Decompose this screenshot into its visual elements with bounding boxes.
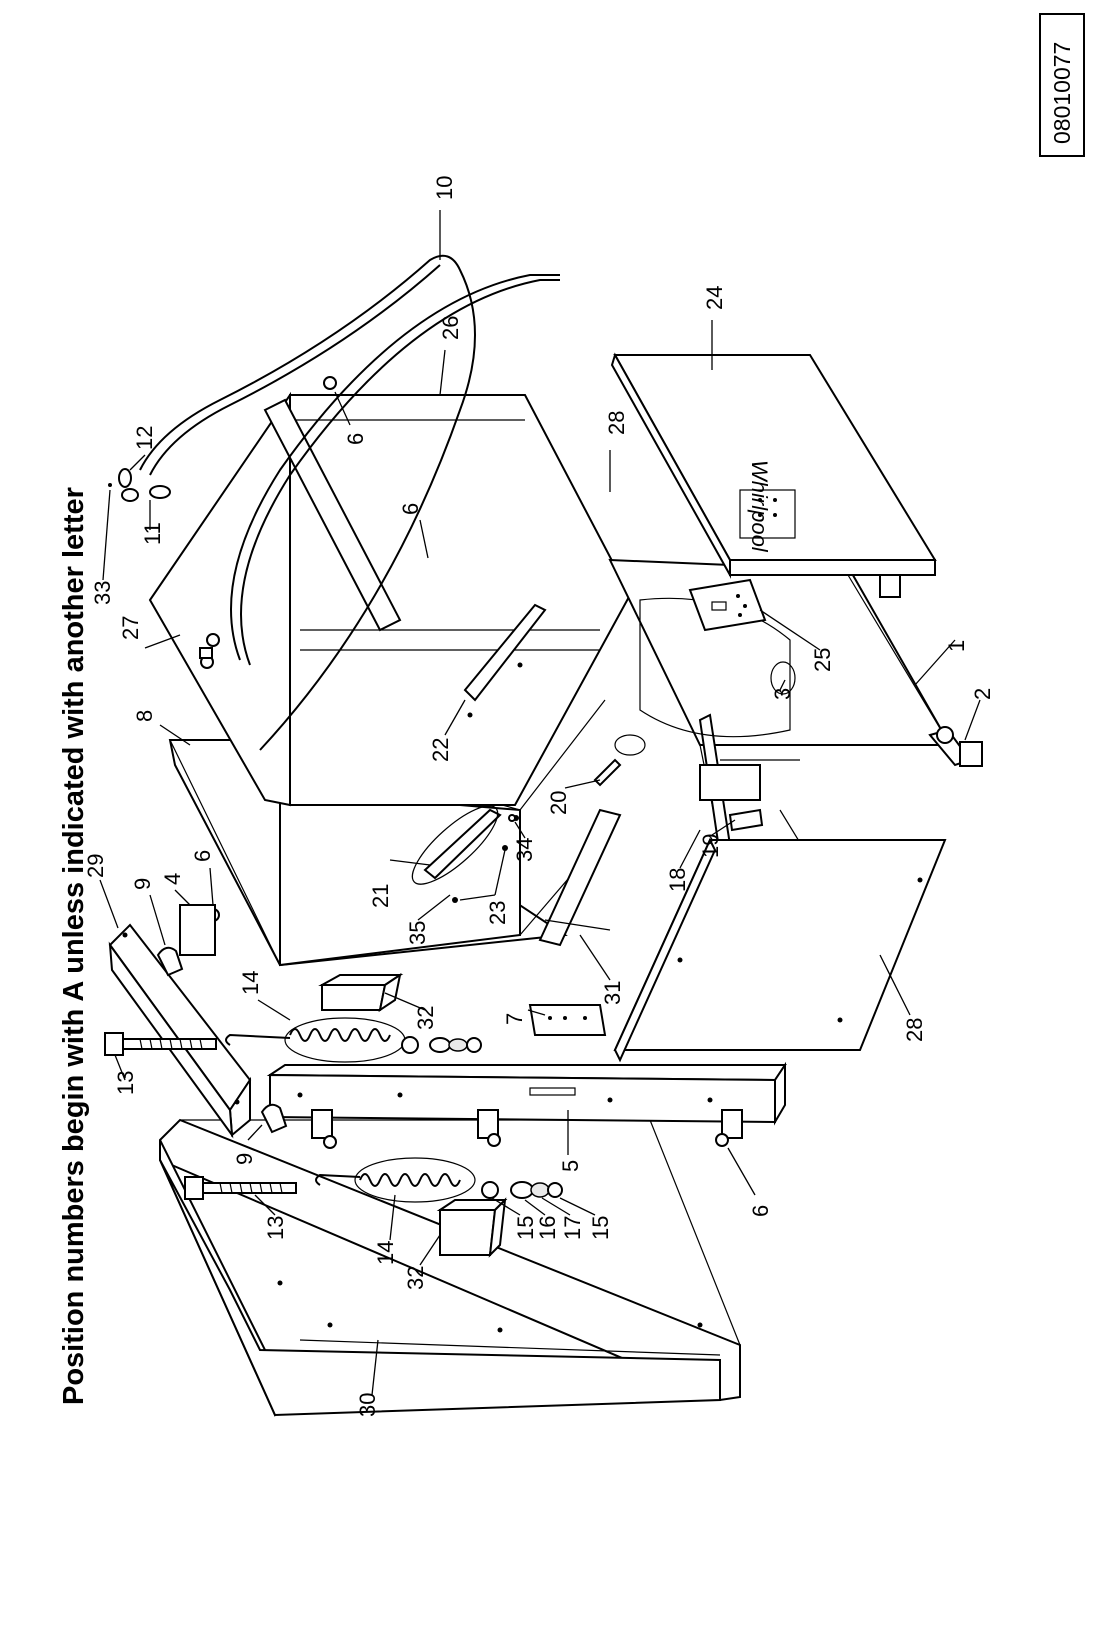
callout-32-a: 32 [413,1006,438,1030]
lid-hoop-part-10 [139,254,560,751]
side-panel-part-28 [613,837,947,1063]
callout-8: 8 [132,710,157,722]
callout-19: 19 [698,834,723,858]
callout-2: 2 [970,688,995,700]
callout-23: 23 [485,901,510,925]
callout-12: 12 [132,426,157,450]
callout-9-b: 9 [232,1153,257,1165]
callout-13-a: 13 [113,1071,138,1095]
callout-5: 5 [558,1160,583,1172]
callout-25: 25 [810,648,835,672]
callout-32-b: 32 [403,1266,428,1290]
frame-rail-part-5 [266,1061,787,1139]
front-panel-part-24: Whirlpool [610,352,937,579]
callout-6-a: 6 [190,850,215,862]
cabinet-body [168,699,622,967]
callout-15-a: 15 [513,1216,538,1240]
callout-15-b: 15 [588,1216,613,1240]
drawing-number: 08010077 [1049,42,1075,144]
drawing-number-box: 08010077 [1039,13,1085,157]
callout-11: 11 [140,522,165,545]
callout-1: 1 [944,640,969,652]
callout-13-b: 13 [263,1216,288,1240]
callout-6-b: 6 [748,1205,773,1217]
brand-logo: Whirlpool [747,460,772,553]
control-board-part-25 [688,578,767,632]
clip-part-9 [156,946,288,1134]
callout-6-c: 6 [343,433,368,445]
callout-14-a: 14 [238,971,263,995]
bolt-part-13 [104,1032,297,1200]
callout-20: 20 [546,791,571,815]
callout-10: 10 [432,176,457,200]
callout-26: 26 [438,316,463,340]
plate-part-7 [528,1004,607,1036]
tub-part-26 [148,391,632,903]
callout-33: 33 [90,581,115,605]
callout-35: 35 [405,921,430,945]
callout-4: 4 [160,873,185,885]
callout-7: 7 [502,1013,527,1025]
callout-28-b: 28 [902,1018,927,1042]
callout-29: 29 [83,854,108,878]
side-panel-part-30 [159,1118,741,1417]
callout-22: 22 [428,738,453,762]
door-latch-part-20 [508,758,622,822]
small-parts-11-12-33 [108,468,171,502]
callout-14-b: 14 [373,1241,398,1265]
callout-9-a: 9 [130,878,155,890]
cross-bar-part-29 [108,923,252,1139]
callout-3: 3 [770,688,795,700]
callout-18: 18 [665,868,690,892]
callout-21: 21 [368,884,393,908]
fastener-set [401,1036,563,1199]
diagram-title: Position numbers begin with A unless ind… [58,487,90,1405]
callout-34: 34 [512,838,537,862]
callout-30: 30 [355,1393,380,1417]
callout-labels: 1 2 3 4 5 6 6 6 6 7 8 9 9 10 11 12 13 13 [83,176,995,1417]
callout-31: 31 [600,981,625,1005]
callout-28-a: 28 [604,411,629,435]
callout-6-d: 6 [398,503,423,515]
callout-24: 24 [702,286,727,310]
callout-27: 27 [118,616,143,640]
callout-17: 17 [560,1216,585,1240]
callout-16: 16 [535,1216,560,1240]
